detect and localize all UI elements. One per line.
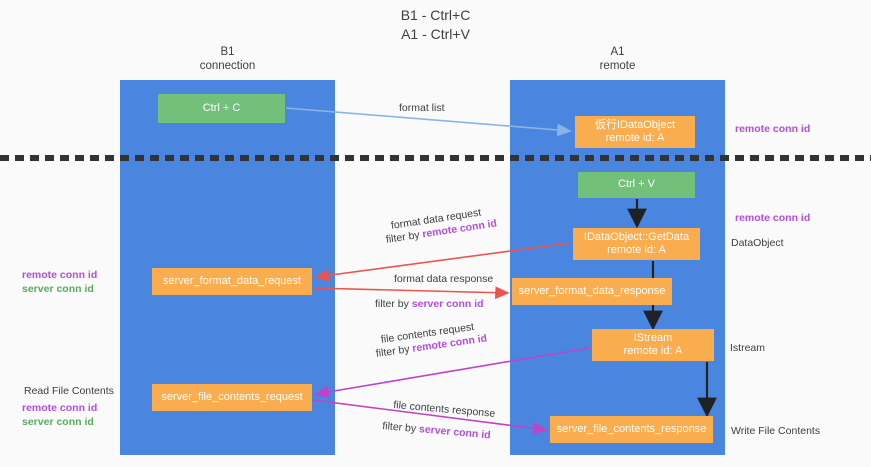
node-ctrl-v-label: Ctrl + V — [618, 178, 655, 191]
node-server-format-data-response-label: server_format_data_response — [518, 284, 666, 297]
lane-header-b1: B1 connection — [120, 45, 335, 73]
edge-label-file-contents-response-filter-pre: filter by — [381, 419, 420, 436]
annotation-left-conn-ids-upper: remote conn id server conn id — [22, 268, 97, 296]
node-istream-title: IStream — [633, 331, 673, 344]
node-server-format-data-response[interactable]: server_format_data_response — [512, 278, 672, 305]
edge-label-file-contents-response-filter: filter by server conn id — [382, 419, 491, 442]
annotation-istream: Istream — [730, 342, 766, 354]
annotation-remote-conn-id-mid: remote conn id — [735, 211, 810, 225]
edge-label-format-data-response: format data response — [394, 273, 494, 285]
node-server-file-contents-response[interactable]: server_file_contents_response — [550, 416, 713, 443]
lane-header-b1-sub: connection — [199, 60, 256, 72]
annotation-remote-conn-id-top-text: remote conn id — [735, 123, 811, 135]
annotation-left-remote-conn-id-lower: remote conn id — [22, 402, 98, 414]
annotation-dataobject: DataObject — [731, 237, 784, 249]
node-getdata-title: IDataObject::GetData — [583, 230, 690, 243]
node-server-file-contents-response-label: server_file_contents_response — [556, 422, 707, 435]
lane-header-a1: A1 remote — [510, 45, 725, 73]
phase-divider — [0, 155, 871, 161]
annotation-left-server-conn-id-upper: server conn id — [22, 283, 94, 295]
node-ctrl-v[interactable]: Ctrl + V — [578, 172, 695, 198]
node-idataobject-getdata[interactable]: IDataObject::GetData remote id: A — [573, 228, 700, 260]
node-idataobject[interactable]: 仮行IDataObject remote id: A — [575, 116, 695, 148]
annotation-left-remote-conn-id-upper: remote conn id — [22, 269, 98, 281]
lane-header-a1-name: A1 — [610, 46, 625, 58]
annotation-write-file-contents: Write File Contents — [731, 425, 821, 437]
edge-label-format-data-response-filter-pre: filter by — [375, 298, 412, 310]
node-idataobject-remote-id: remote id: A — [605, 132, 665, 144]
annotation-remote-conn-id-mid-text: remote conn id — [735, 212, 811, 224]
annotation-left-server-conn-id-lower: server conn id — [22, 416, 94, 428]
node-istream[interactable]: IStream remote id: A — [592, 329, 714, 361]
node-server-file-contents-request-label: server_file_contents_request — [161, 390, 303, 403]
annotation-left-conn-ids-lower: remote conn id server conn id — [22, 401, 97, 429]
node-server-file-contents-request[interactable]: server_file_contents_request — [152, 384, 312, 411]
node-server-format-data-request[interactable]: server_format_data_request — [152, 268, 312, 295]
edge-label-file-contents-response-filter-key: server conn id — [418, 423, 492, 442]
page-title-line-2: A1 - Ctrl+V — [401, 26, 470, 42]
node-getdata-remote-id: remote id: A — [607, 244, 666, 256]
page-title-line-1: B1 - Ctrl+C — [400, 7, 471, 23]
edge-label-format-list: format list — [399, 102, 445, 114]
edge-label-format-data-request-filter-pre: filter by — [385, 228, 424, 246]
node-istream-remote-id: remote id: A — [623, 345, 683, 357]
node-ctrl-c-label: Ctrl + C — [202, 101, 241, 114]
lane-header-a1-sub: remote — [599, 60, 636, 72]
annotation-remote-conn-id-top: remote conn id — [735, 122, 810, 136]
edge-label-file-contents-request-filter-pre: filter by — [375, 342, 414, 360]
lane-header-b1-name: B1 — [220, 46, 235, 58]
page-title: B1 - Ctrl+C A1 - Ctrl+V — [0, 6, 871, 44]
edge-label-format-data-response-filter-key: server conn id — [411, 298, 484, 310]
edge-label-file-contents-response: file contents response — [392, 398, 496, 420]
edge-format-data-response — [312, 286, 510, 300]
node-ctrl-c[interactable]: Ctrl + C — [158, 94, 285, 123]
node-idataobject-title: 仮行IDataObject — [594, 118, 676, 131]
annotation-read-file-contents: Read File Contents — [24, 385, 114, 397]
edge-label-format-data-response-filter: filter by server conn id — [375, 297, 484, 311]
node-server-format-data-request-label: server_format_data_request — [162, 274, 302, 287]
